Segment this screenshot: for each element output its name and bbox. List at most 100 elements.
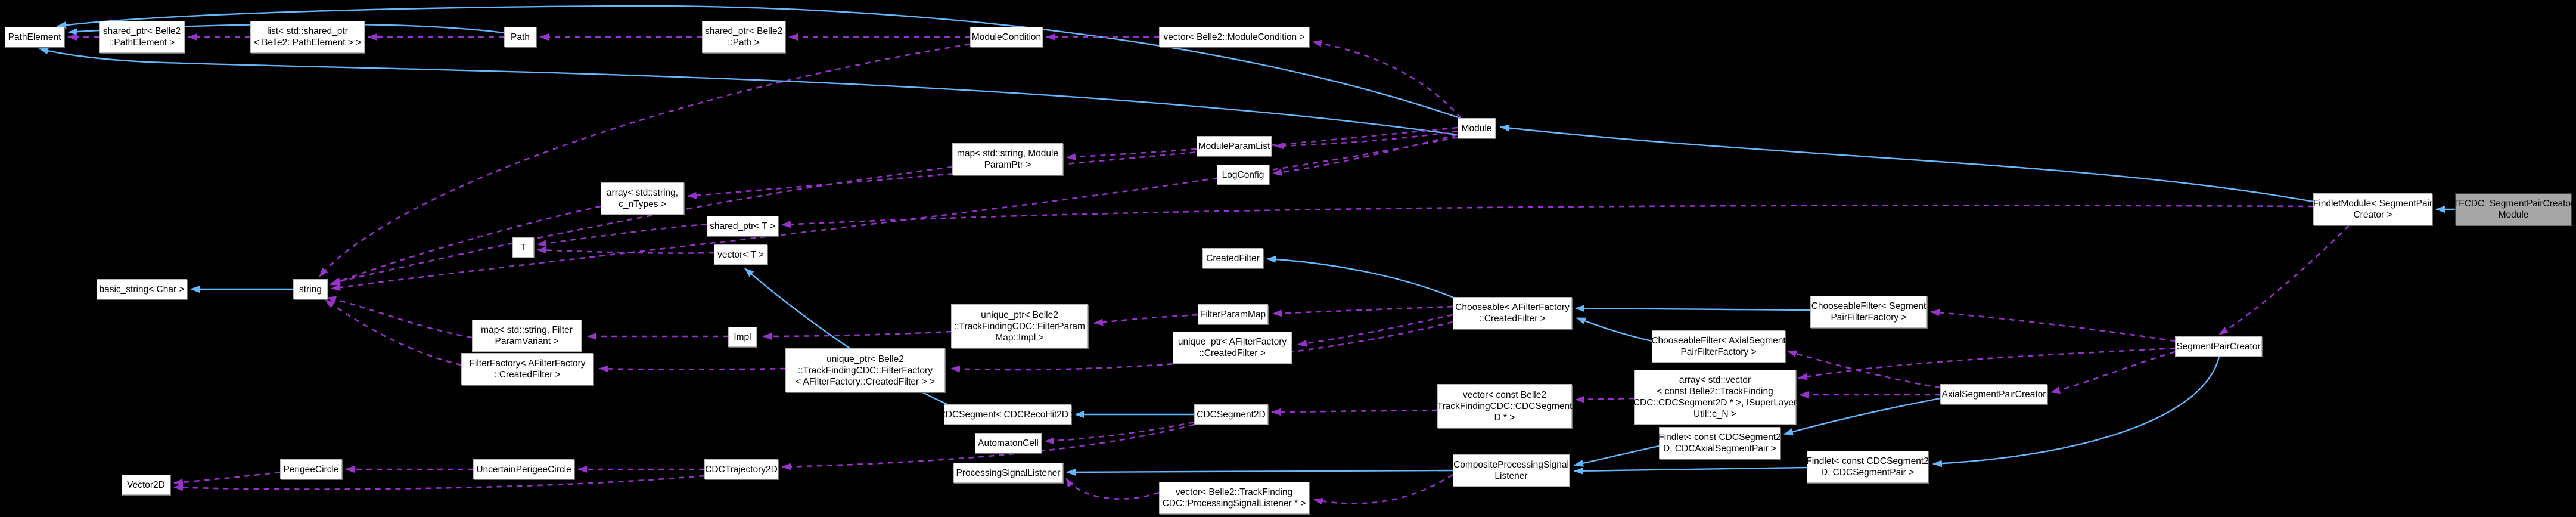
node-cdc-segment2d[interactable]: CDCSegment2D [1194,404,1268,425]
node-shared-ptr-t[interactable]: shared_ptr< T > [707,216,778,236]
node-shared-ptr-path[interactable]: shared_ptr< Belle2::Path > [702,21,785,53]
node-label-line: vector< const Belle2 [1462,389,1546,400]
node-unique-ptr-filter-param-map-impl[interactable]: unique_ptr< Belle2::TrackFindingCDC::Fil… [951,304,1088,348]
node-module-param-list[interactable]: ModuleParamList [1197,136,1272,156]
node-label-line: UncertainPerigeeCircle [476,464,571,475]
edge-filter-factory-to-string-usage-arrow [325,299,462,366]
node-unique-ptr-filter-factory[interactable]: unique_ptr< Belle2::TrackFindingCDC::Fil… [785,348,945,392]
edge-axial-segment-pair-creator-to-chooseable-filter-axial-usage-arrow [1787,350,1941,389]
node-axial-segment-pair-creator[interactable]: AxialSegmentPairCreator [1940,384,2047,404]
edge-chooseable-to-unique-ptr-filter-factory-usage-arrow [950,321,1453,373]
node-label-line: string [299,284,322,295]
node-filter-factory[interactable]: FilterFactory< AFilterFactory::CreatedFi… [461,353,593,385]
node-label-line: < AFilterFactory::CreatedFilter > > [796,376,935,387]
node-array-string-ntypes[interactable]: array< std::string,c_nTypes > [601,182,684,215]
node-perigee-circle[interactable]: PerigeeCircle [280,459,342,479]
edge-chooseable-to-unique-ptr-created-filter-usage-arrow [1297,314,1453,347]
node-path[interactable]: Path [504,27,536,47]
node-label-line: < const Belle2::TrackFinding [1657,386,1773,397]
node-label-line: ::CreatedFilter > [1199,348,1266,358]
node-module[interactable]: Module [1458,118,1496,138]
node-label-line: PerigeeCircle [283,464,339,475]
node-segment-pair-creator[interactable]: SegmentPairCreator [2175,336,2262,357]
node-label-line: shared_ptr< T > [710,221,775,231]
edge-module-to-path-element-inheritance-arrow [57,5,1461,119]
node-label-line: map< std::string, Filter [481,325,573,335]
node-label-line: ModuleParamList [1198,141,1270,151]
node-label-line: SegmentPairCreator [2176,341,2261,352]
node-label-line: shared_ptr< Belle2 [102,26,181,36]
node-vector-module-condition[interactable]: vector< Belle2::ModuleCondition > [1159,27,1309,47]
node-path-element[interactable]: PathElement [5,27,64,47]
edge-findlet-segment-pair-to-composite-processing-signal-listener-inheritance-arrow [1574,466,1807,475]
node-list-shared-ptr-pathelement[interactable]: list< std::shared_ptr< Belle2::PathEleme… [250,21,365,53]
node-vector-const-segment2d[interactable]: vector< const Belle2::TrackFindingCDC::C… [1432,384,1577,428]
node-label-line: ::TrackFindingCDC::CDCSegment2 [1431,401,1578,411]
node-log-config[interactable]: LogConfig [1217,165,1269,185]
edge-segment-pair-creator-to-array-vector-segment2d-usage-arrow [1798,347,2176,380]
node-label-line: Creator > [2353,210,2392,220]
node-label-line: ChooseableFilter< AxialSegment [1651,336,1786,346]
edge-module-condition-to-string-usage-arrow [319,43,971,277]
node-basic-string-char[interactable]: basic_string< Char > [97,279,187,299]
edge-findlet-module-to-shared-ptr-t-usage-arrow [781,205,2314,228]
node-label-line: FilterFactory< AFilterFactory [469,358,586,369]
node-cdc-segment[interactable]: CDCSegment< CDCRecoHit2D > [939,404,1076,425]
node-impl[interactable]: Impl [728,327,757,347]
node-label-line: ::CreatedFilter > [1479,314,1546,324]
node-vector2d[interactable]: Vector2D [122,475,170,495]
node-label-line: T [520,242,526,253]
node-label-line: PathElement [8,32,61,42]
node-vector-t[interactable]: vector< T > [714,244,767,265]
node-t[interactable]: T [512,237,534,258]
edge-module-to-string-usage-arrow [331,136,1458,291]
node-module-condition[interactable]: ModuleCondition [970,27,1043,47]
node-uncertain-perigee-circle[interactable]: UncertainPerigeeCircle [473,459,574,479]
node-automaton-cell[interactable]: AutomatonCell [975,433,1042,453]
node-shared-ptr-pathelement[interactable]: shared_ptr< Belle2::PathElement > [99,21,185,53]
node-label-line: Util::c_N > [1693,409,1736,419]
node-label-line: list< std::shared_ptr [267,26,348,36]
node-label-line: ::CreatedFilter > [494,370,561,380]
edge-findlet-module-to-segment-pair-creator-usage-arrow [2218,225,2350,336]
node-string[interactable]: string [293,279,328,299]
node-chooseable[interactable]: Chooseable< AFilterFactory::CreatedFilte… [1453,297,1572,329]
edge-module-to-vector-module-condition-usage-arrow [1312,39,1462,119]
edge-vector-t-to-t-usage-arrow [537,246,714,254]
node-label-line: CDC::CDCSegment2D * >, ISuperLayer [1633,398,1797,408]
node-label-line: Findlet< const CDCSegment2 [1658,432,1781,442]
edge-vector-const-segment2d-to-cdc-segment2d-usage-arrow [1271,408,1438,416]
edge-unique-ptr-filter-factory-to-filter-factory-usage-arrow [599,365,786,373]
node-unique-ptr-created-filter[interactable]: unique_ptr< AFilterFactory::CreatedFilte… [1173,332,1292,364]
edge-module-to-log-config-usage-arrow [1272,134,1458,176]
edge-vector-processing-signal-listener-to-processing-signal-listener-usage-arrow [1065,478,1160,500]
node-label-line: ::TrackFindingCDC::FilterParam [954,321,1085,332]
node-label-line: AxialSegmentPairCreator [1941,389,2046,400]
node-label-line: LogConfig [1222,169,1264,180]
node-label-line: ::Path > [728,38,760,48]
node-label-line: CreatedFilter [1206,253,1260,264]
edge-composite-processing-signal-listener-to-processing-signal-listener-inheritance-arrow [1066,468,1453,476]
node-processing-signal-listener[interactable]: ProcessingSignalListener [953,463,1063,483]
edge-findlet-axial-to-composite-processing-signal-listener-inheritance-arrow [1574,445,1660,467]
node-array-vector-segment2d[interactable]: array< std::vector< const Belle2::TrackF… [1633,370,1797,425]
node-created-filter[interactable]: CreatedFilter [1202,248,1263,268]
edge-module-to-module-param-list-usage-arrow [1275,130,1458,150]
node-cdc-trajectory2d[interactable]: CDCTrajectory2D [704,459,778,479]
edge-chooseable-to-created-filter-inheritance-arrow [1266,255,1456,299]
node-filter-param-map[interactable]: FilterParamMap [1198,304,1268,324]
node-label-line: ParamPtr > [984,160,1031,170]
edge-chooseable-filter-segment-to-chooseable-inheritance-arrow [1575,305,1811,312]
